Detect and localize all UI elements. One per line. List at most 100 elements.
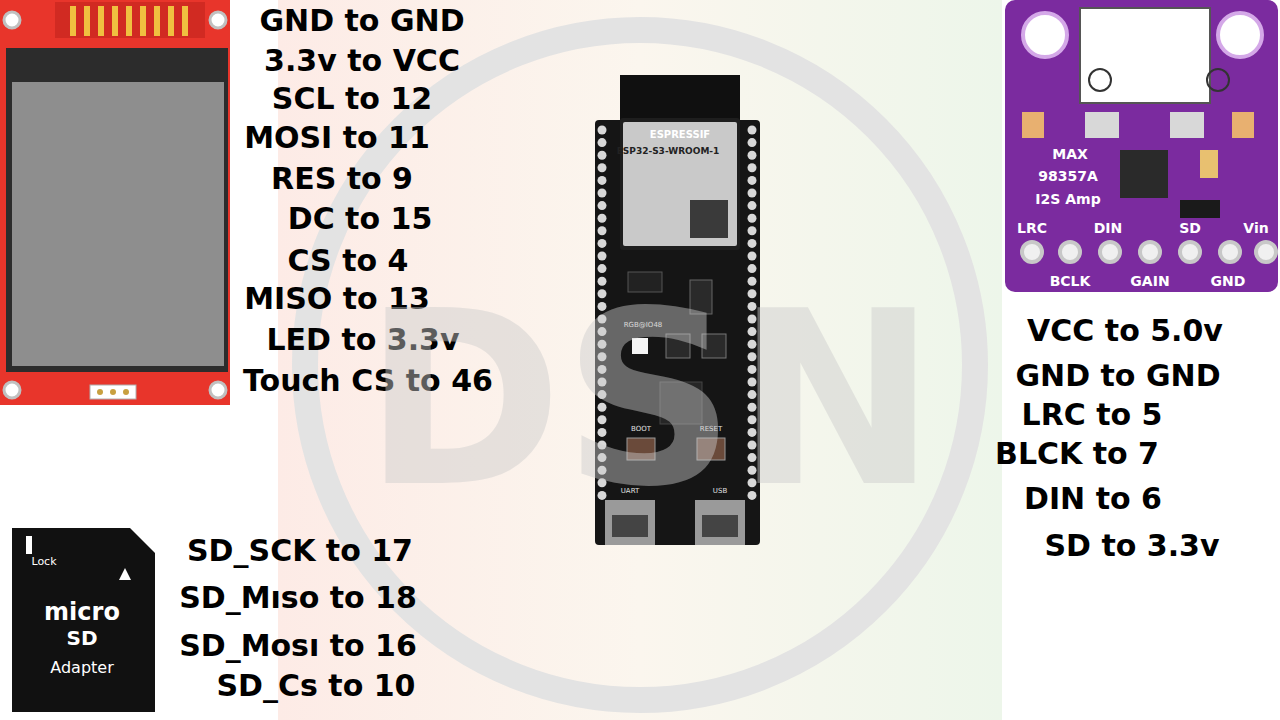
- adapter-marking: Lock: [31, 556, 56, 568]
- header-pin: [598, 340, 607, 349]
- header-pin: [598, 226, 607, 235]
- header-pin: [748, 151, 757, 160]
- header-pin: [748, 390, 757, 399]
- logo-text: SD: [66, 627, 97, 649]
- header-pin: [1180, 242, 1200, 262]
- header-pin: [748, 327, 757, 336]
- header-pin: [1022, 242, 1042, 262]
- header-pin: [598, 151, 607, 160]
- header-pin: [748, 289, 757, 298]
- header-pin: [598, 289, 607, 298]
- header-pin: [748, 201, 757, 210]
- header-pin: [598, 126, 607, 135]
- header-pin: [598, 138, 607, 147]
- wire-note: SD to 3.3v: [1044, 529, 1219, 562]
- pin-name: DIN: [1094, 221, 1123, 236]
- header-pin: [748, 478, 757, 487]
- pin-name: LRC: [1017, 221, 1047, 236]
- adapter-marking: Adapter: [50, 659, 113, 677]
- header-pin: [748, 252, 757, 261]
- watermark: DSN: [364, 268, 937, 532]
- header-pin: [598, 378, 607, 387]
- header-pin: [1140, 242, 1160, 262]
- header-pin: [598, 176, 607, 185]
- header-pin: [598, 428, 607, 437]
- header-pin: [748, 415, 757, 424]
- chip-marking: 98357A: [1038, 169, 1098, 184]
- wire-note: Touch CS to 46: [243, 364, 493, 397]
- wire-note: GND to GND: [259, 4, 464, 37]
- header-pin: [748, 428, 757, 437]
- pin-name: BCLK: [1050, 274, 1091, 289]
- header-pin: [598, 352, 607, 361]
- logo-text: micro: [44, 599, 120, 625]
- header-pin: [1100, 242, 1120, 262]
- wire-note: SD_SCK to 17: [187, 534, 413, 567]
- header-pin: [598, 214, 607, 223]
- header-pin: [598, 264, 607, 273]
- board-marking: ESPRESSIF: [650, 129, 710, 140]
- header-pin: [748, 239, 757, 248]
- header-pin: [748, 277, 757, 286]
- esp32-board: [595, 75, 760, 545]
- wire-note: 3.3v to VCC: [264, 44, 460, 77]
- wire-note: SCL to 12: [272, 82, 432, 115]
- pin-name: GAIN: [1130, 274, 1169, 289]
- wire-note: MISO to 13: [244, 282, 430, 315]
- header-pin: [748, 163, 757, 172]
- header-pin: [748, 214, 757, 223]
- wire-note: DIN to 6: [1024, 482, 1162, 515]
- sd-adapter: [12, 528, 155, 712]
- header-pin: [748, 315, 757, 324]
- wire-note: SD_Mıso to 18: [179, 581, 417, 614]
- module-marking: ESP32-S3-WROOM-1: [617, 147, 720, 157]
- board-marking: BOOT: [631, 426, 651, 434]
- wire-note: MOSI to 11: [244, 121, 430, 154]
- header-pin: [598, 163, 607, 172]
- header-pin: [598, 327, 607, 336]
- header-pin: [598, 453, 607, 462]
- header-pin: [598, 415, 607, 424]
- header-pin: [748, 453, 757, 462]
- wire-note: LRC to 5: [1022, 398, 1163, 431]
- header-pin: [598, 189, 607, 198]
- header-pin: [748, 264, 757, 273]
- wire-note: VCC to 5.0v: [1027, 314, 1223, 347]
- header-pin: [598, 277, 607, 286]
- header-pin: [598, 466, 607, 475]
- pin-name: GND: [1211, 274, 1246, 289]
- chip-marking: MAX: [1052, 147, 1088, 162]
- pin-name: SD: [1179, 221, 1201, 236]
- header-pin: [598, 390, 607, 399]
- pin-name: Vin: [1243, 221, 1268, 236]
- header-pin: [748, 340, 757, 349]
- wire-note: GND to GND: [1015, 359, 1220, 392]
- header-pin: [748, 352, 757, 361]
- header-pin: [598, 315, 607, 324]
- board-marking: RGB@IO48: [624, 322, 663, 330]
- header-pin: [748, 189, 757, 198]
- amplifier-board: [1005, 0, 1278, 292]
- header-pin: [598, 403, 607, 412]
- wire-note: RES to 9: [271, 162, 413, 195]
- header-pin: [1060, 242, 1080, 262]
- header-pin: [748, 466, 757, 475]
- header-pin: [748, 226, 757, 235]
- header-pin: [748, 441, 757, 450]
- tft-display: [0, 0, 230, 405]
- header-pin: [598, 201, 607, 210]
- header-pin: [748, 491, 757, 500]
- wire-note: SD_Mosı to 16: [179, 629, 417, 662]
- header-pin: [748, 126, 757, 135]
- wire-note: BLCK to 7: [995, 437, 1159, 470]
- board-marking: UART: [621, 488, 640, 496]
- header-pin: [598, 302, 607, 311]
- board-marking: RESET: [700, 426, 722, 434]
- header-pin: [598, 252, 607, 261]
- header-pin: [748, 176, 757, 185]
- header-pin: [598, 365, 607, 374]
- wire-note: DC to 15: [288, 202, 433, 235]
- header-pin: [748, 378, 757, 387]
- header-pin: [748, 138, 757, 147]
